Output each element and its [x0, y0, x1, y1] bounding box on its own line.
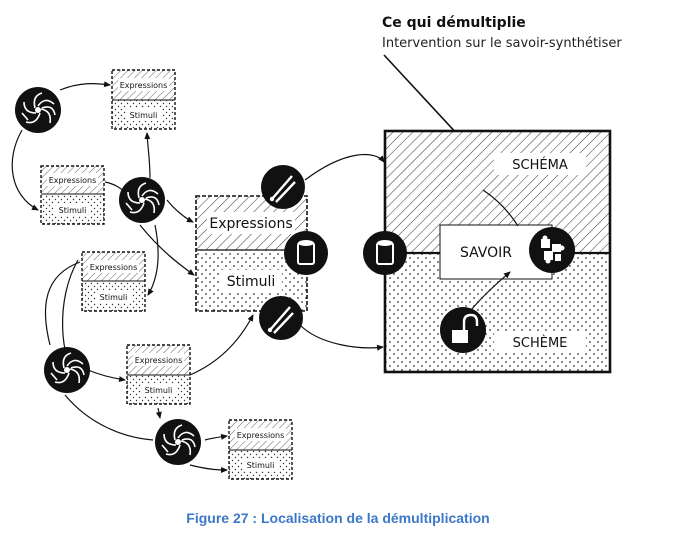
tweezers-icon — [259, 296, 303, 340]
cup-icon — [284, 231, 328, 275]
small-card-bottom-label: Stimuli — [145, 386, 173, 395]
main-card-bottom-label: Stimuli — [227, 274, 276, 290]
tweezers-icon — [261, 165, 305, 209]
small-card-top-label: Expressions — [90, 263, 138, 272]
small-card: Expressions Stimuli — [81, 251, 146, 312]
header-title: Ce qui démultiplie — [382, 15, 526, 31]
small-card-top-label: Expressions — [237, 431, 285, 440]
savoir-label: SAVOIR — [460, 245, 512, 261]
small-card: Expressions Stimuli — [111, 69, 176, 130]
small-card-bottom-label: Stimuli — [247, 461, 275, 470]
scheme-label: SCHÈME — [513, 335, 568, 351]
small-card-bottom-label: Stimuli — [100, 293, 128, 302]
swirl-icon — [119, 177, 165, 223]
small-card-top-label: Expressions — [49, 176, 97, 185]
swirl-icon — [155, 419, 201, 465]
main-card-top-label: Expressions — [209, 216, 292, 232]
small-card-top-label: Expressions — [135, 356, 183, 365]
small-card-bottom-label: Stimuli — [59, 206, 87, 215]
swirl-icon — [44, 347, 90, 393]
schema-box: SCHÉMA SCHÈME SAVOIR — [383, 129, 612, 374]
swirl-icon — [15, 87, 61, 133]
small-card: Expressions Stimuli — [40, 165, 105, 225]
puzzle-icon — [529, 227, 575, 273]
schema-label: SCHÉMA — [512, 157, 568, 173]
figure-caption: Figure 27 : Localisation de la démultipl… — [186, 510, 490, 526]
small-card-top-label: Expressions — [120, 81, 168, 90]
small-card: Expressions Stimuli — [126, 344, 191, 405]
cup-icon — [363, 231, 407, 275]
small-card-bottom-label: Stimuli — [130, 111, 158, 120]
small-card: Expressions Stimuli — [228, 419, 293, 480]
header-subtitle: Intervention sur le savoir-synthétiser — [382, 36, 622, 51]
open-padlock-icon — [440, 307, 486, 353]
